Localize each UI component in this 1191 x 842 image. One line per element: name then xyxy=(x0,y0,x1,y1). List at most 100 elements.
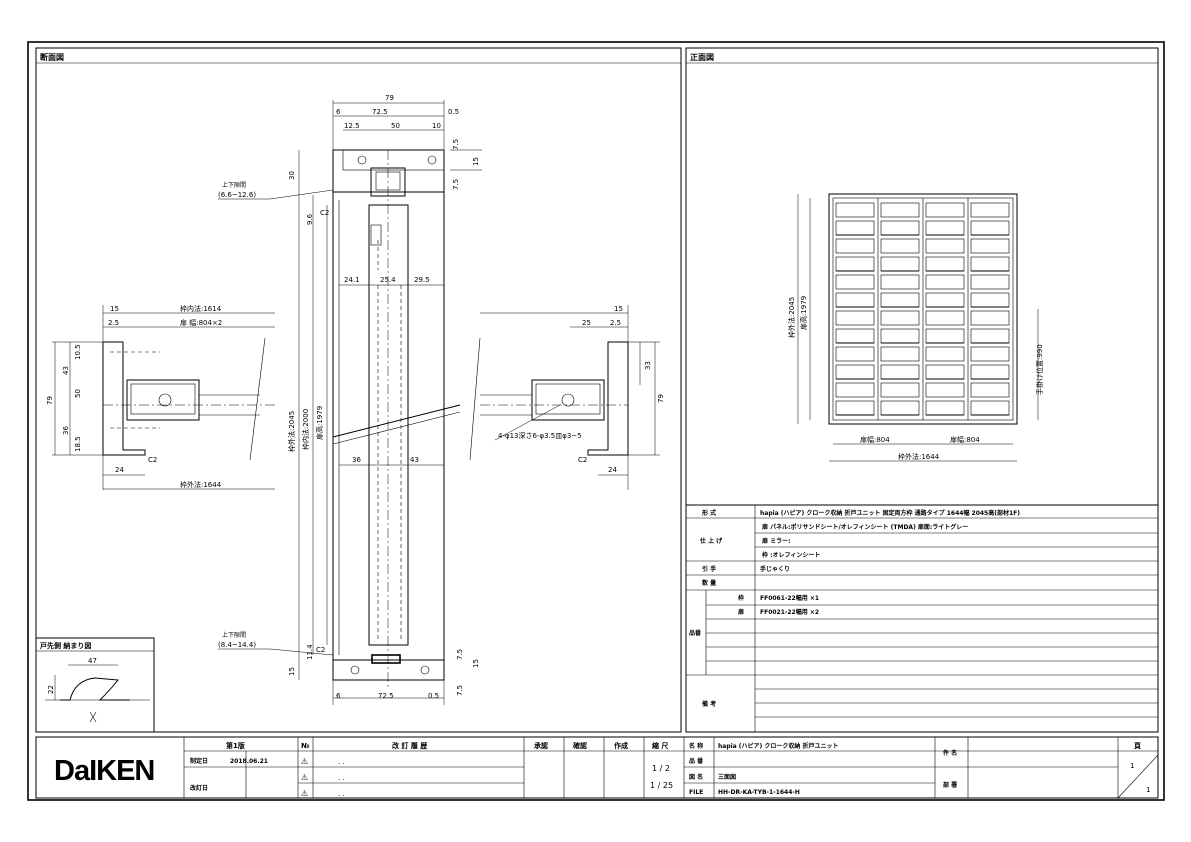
door-slat xyxy=(880,364,920,380)
door-slat xyxy=(835,400,875,416)
upper-gap-range: (6.6~12.6) xyxy=(218,191,256,199)
tb-drawing-value: 三面図 xyxy=(718,773,736,781)
front-door-height: 扉高:1979 xyxy=(799,296,808,330)
plan-right: 15 25 2.5 33 79 4-φ13深さ6-φ3.5皿φ3~5 C2 24 xyxy=(469,305,665,490)
plan-left-outer-width: 枠外法:1644 xyxy=(180,480,222,489)
detail-dim-22: 22 xyxy=(47,685,55,694)
dim-12-5: 12.5 xyxy=(344,122,360,130)
dim-30: 30 xyxy=(288,171,296,180)
title-block: DaIKEN 第1版 № 改 訂 履 歴 承認 確認 作成 縮 尺 制定日 20… xyxy=(35,736,1159,799)
plan-right-2-5: 2.5 xyxy=(610,319,621,327)
dim-2045-vertical: 枠外法:2045 xyxy=(287,411,296,452)
door-slat xyxy=(880,310,920,326)
door-slat xyxy=(925,364,965,380)
dim-11-4: 11.4 xyxy=(306,644,314,660)
door-slat xyxy=(835,292,875,308)
section-panel xyxy=(35,47,682,733)
door-slats xyxy=(835,202,1010,416)
door-slat xyxy=(925,274,965,290)
dim-25-4: 25.4 xyxy=(380,276,396,284)
door-slat xyxy=(970,256,1010,272)
dim-10: 10 xyxy=(432,122,441,130)
door-slat xyxy=(835,220,875,236)
section-title: 断面図 xyxy=(40,52,64,62)
front-handle-height: 手掛け位置:990 xyxy=(1035,344,1044,395)
door-slat xyxy=(880,220,920,236)
tb-rev-dots-3: . . xyxy=(338,790,345,798)
door-slat xyxy=(880,238,920,254)
door-slat xyxy=(925,328,965,344)
door-slat xyxy=(925,382,965,398)
door-slat xyxy=(970,274,1010,290)
tb-rev-mark-2: ⚠ xyxy=(301,773,308,782)
dim-9-6: 9.6 xyxy=(306,213,314,225)
dim-72-5-top: 72.5 xyxy=(372,108,388,116)
tb-file-value: HH-DR-KA-TYB-1-1644-H xyxy=(718,789,800,796)
plan-left-24: 24 xyxy=(115,466,124,474)
door-slat xyxy=(970,292,1010,308)
tb-created-date: 2018.06.21 xyxy=(230,758,268,765)
tb-create: 作成 xyxy=(614,741,628,750)
spec-qty-label: 数 量 xyxy=(702,579,716,587)
tb-scale-1: 1 / 2 xyxy=(652,764,670,773)
door-slat xyxy=(835,310,875,326)
lower-gap-label: 上下隙間 xyxy=(222,631,246,639)
plan-right-24: 24 xyxy=(608,466,617,474)
tb-name-label: 名 称 xyxy=(689,742,703,750)
door-slat xyxy=(925,346,965,362)
plan-right-33: 33 xyxy=(644,361,652,370)
daiken-logo: DaIKEN xyxy=(54,755,154,787)
plan-right-screw-note: 4-φ13深さ6-φ3.5皿φ3~5 xyxy=(498,431,582,440)
dim-0-5-top: 0.5 xyxy=(448,108,459,116)
detail-dim-47: 47 xyxy=(88,657,97,665)
spec-format-label: 形 式 xyxy=(702,509,716,517)
spec-part-frame-kind: 枠 xyxy=(738,594,744,602)
door-slat xyxy=(835,364,875,380)
plan-left-43: 43 xyxy=(62,366,70,375)
tb-rev-mark-3: ⚠ xyxy=(301,789,308,798)
tb-page-total: 1 xyxy=(1146,786,1150,794)
door-slat xyxy=(925,220,965,236)
door-slat xyxy=(880,256,920,272)
door-slat xyxy=(970,382,1010,398)
door-slat xyxy=(835,382,875,398)
tb-rev-header: 第1版 xyxy=(226,741,245,750)
tb-scale-2: 1 / 25 xyxy=(650,781,673,790)
spec-table: 形 式 hapia (ハピア) クローク収納 折戸ユニット 固定両方枠 通路タイ… xyxy=(685,504,1159,733)
plan-left: 15 枠内法:1614 2.5 扉 幅:804×2 79 10.5 43 50 … xyxy=(46,304,275,490)
door-slat xyxy=(925,256,965,272)
dim-7-5-a: 7.5 xyxy=(452,139,460,150)
tb-dept-label: 部 署 xyxy=(943,781,957,789)
plan-left-inner-width: 枠内法:1614 xyxy=(180,304,222,313)
door-slat xyxy=(835,274,875,290)
tb-rev-dots-1: . . xyxy=(338,758,345,766)
tb-piece-label: 件 名 xyxy=(943,749,957,757)
spec-pull-value: 手じゃくり xyxy=(760,565,790,573)
door-slat xyxy=(880,202,920,218)
front-door-width-2: 扉幅:804 xyxy=(950,435,980,444)
spec-finish-frame: 枠 :オレフィンシート xyxy=(762,551,820,559)
door-slat xyxy=(970,202,1010,218)
plan-left-door-width: 扉 幅:804×2 xyxy=(180,318,222,327)
detail-box: 戸先側 納まり図 47 22 xyxy=(35,637,155,733)
door-slat xyxy=(880,274,920,290)
tb-approve: 承認 xyxy=(534,741,548,750)
plan-left-c2: C2 xyxy=(148,456,157,464)
door-slat xyxy=(925,238,965,254)
dim-15-a: 15 xyxy=(472,157,480,166)
front-door-width-1: 扉幅:804 xyxy=(860,435,890,444)
front-title: 正面図 xyxy=(690,53,714,62)
front-outer-width: 枠外法:1644 xyxy=(898,452,940,461)
dim-24-1: 24.1 xyxy=(344,276,360,284)
spec-part-door-kind: 扉 xyxy=(737,608,744,616)
tb-created-label: 制定日 xyxy=(190,757,208,765)
dim-15-c: 15 xyxy=(472,659,480,668)
plan-left-79: 79 xyxy=(46,396,54,405)
tb-page-number: 1 xyxy=(1130,762,1134,770)
dim-29-5: 29.5 xyxy=(414,276,430,284)
vertical-section: 79 6 72.5 0.5 12.5 50 10 7.5 15 7.5 xyxy=(218,94,482,705)
dim-72-5-bottom: 72.5 xyxy=(378,692,394,700)
door-slat xyxy=(970,310,1010,326)
dim-43: 43 xyxy=(410,456,419,464)
tb-rev-no-header: № xyxy=(301,742,310,750)
